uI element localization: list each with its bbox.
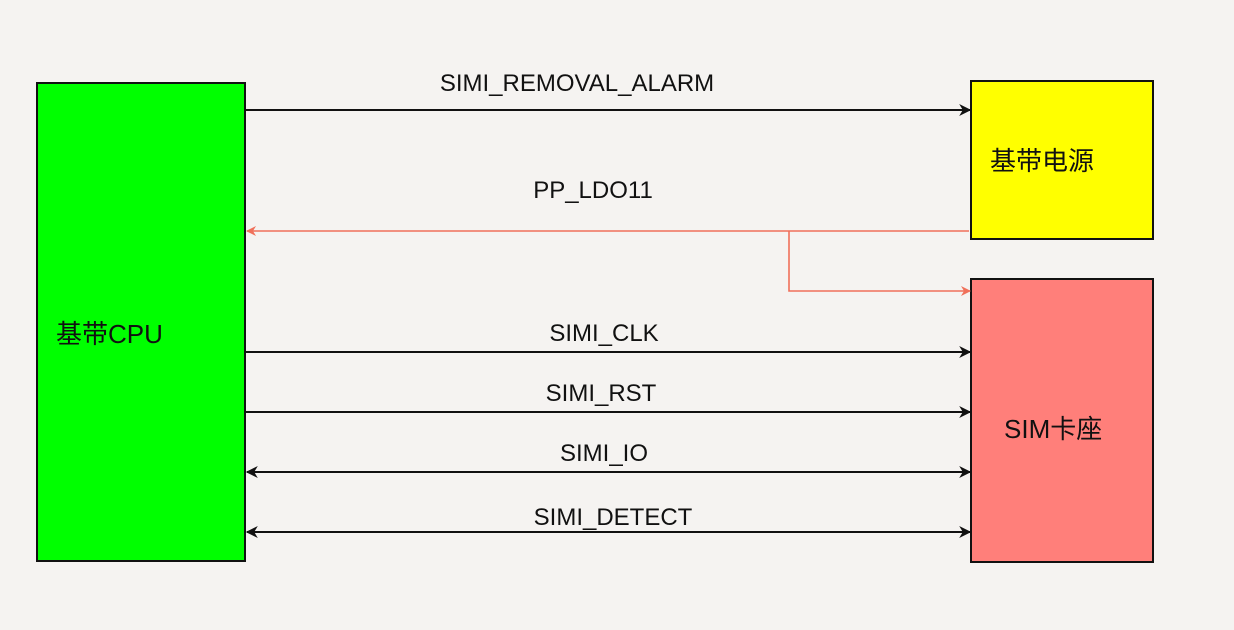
baseband-power-label: 基带电源 xyxy=(990,146,1095,176)
baseband-cpu-label: 基带CPU xyxy=(56,319,163,349)
sim-socket-block xyxy=(970,278,1154,563)
baseband-cpu-block xyxy=(36,82,246,562)
signal-label-simi-rst: SIMI_RST xyxy=(545,380,657,407)
signal-label-simi-removal-alarm: SIMI_REMOVAL_ALARM xyxy=(439,70,715,97)
signal-label-simi-clk: SIMI_CLK xyxy=(549,320,659,347)
sim-socket-label: SIM卡座 xyxy=(1004,414,1103,444)
signal-label-pp-ldo11: PP_LDO11 xyxy=(533,177,653,204)
signal-label-simi-io: SIMI_IO xyxy=(559,440,649,467)
baseband-power-block xyxy=(970,80,1154,240)
wire-pp-ldo11-to-sim xyxy=(788,231,971,296)
signal-label-simi-detect: SIMI_DETECT xyxy=(533,504,693,531)
